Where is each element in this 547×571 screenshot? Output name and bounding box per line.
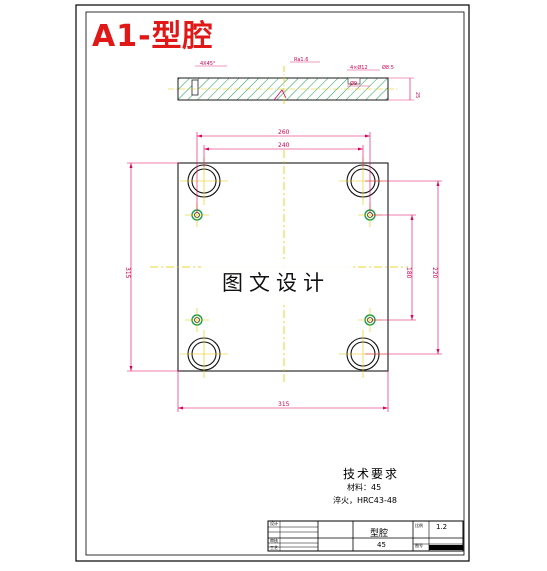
title-block-scale-value: 1.2: [436, 523, 448, 531]
dim-bore-3: Ø9: [350, 80, 357, 87]
dim-315-horizontal: 315: [278, 401, 290, 408]
requirements-title: 技术要求: [343, 467, 400, 481]
plan-view: [127, 132, 442, 412]
dim-220: 220: [431, 267, 438, 279]
dim-240: 240: [278, 142, 290, 149]
dim-roughness: Ra1.6: [294, 57, 308, 63]
title-block-checker-label: 审核: [270, 538, 278, 543]
section-view: [168, 61, 414, 104]
dim-315-vertical: 315: [124, 267, 131, 279]
title-block-designer-label: 设计: [270, 521, 278, 526]
dim-thickness: 25: [414, 92, 420, 98]
dim-bore-2: Ø8.5: [382, 64, 394, 71]
title-block-material: 45: [377, 541, 386, 549]
requirements-material: 材料：45: [347, 483, 382, 492]
inner-frame: [85, 11, 465, 556]
dim-bore-1: 4×Ø12: [350, 64, 368, 71]
title-block-process-label: 工艺: [270, 545, 278, 550]
title-block-part-name: 型腔: [370, 529, 389, 539]
dim-chamfer: 4X45°: [200, 61, 216, 67]
requirements-hardening: 淬火，HRC43-48: [333, 496, 398, 505]
outer-frame: [75, 4, 470, 562]
title-block-scale-label: 比例: [415, 523, 423, 528]
dim-180: 180: [405, 267, 412, 279]
title-block: [267, 520, 464, 552]
watermark-label: 图文设计: [201, 262, 351, 302]
dim-260: 260: [278, 129, 290, 136]
title-block-drawing-no-label: 图号: [415, 543, 423, 548]
drawing-title: A1-型腔: [92, 19, 214, 54]
